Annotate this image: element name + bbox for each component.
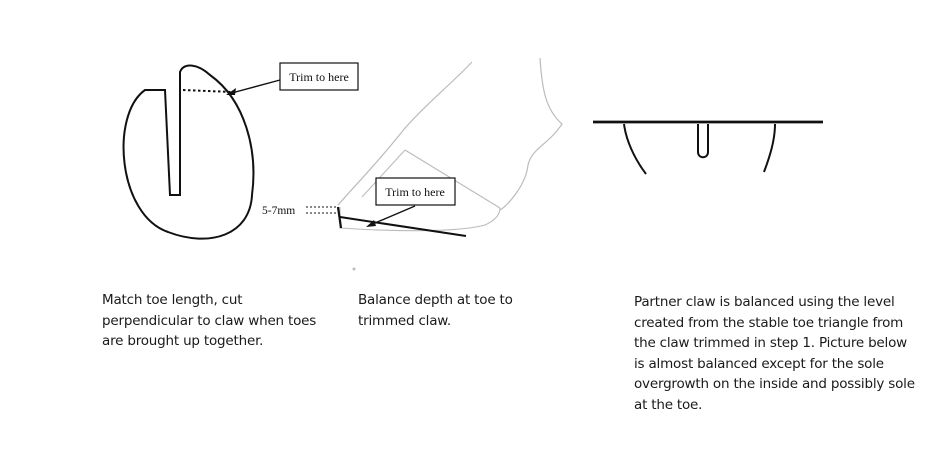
- leg-outline: [337, 61, 473, 206]
- speck-dot: [352, 267, 356, 271]
- trim-label: Trim to here: [289, 70, 349, 84]
- claw-side-view: 5-7mm Trim to here: [262, 57, 563, 271]
- trim-arrow-line-2: [367, 205, 416, 227]
- arrow-head-icon: [226, 88, 236, 95]
- sole-outline: [339, 207, 501, 232]
- trimmed-sole-line: [339, 216, 467, 237]
- trim-label-box-2: [375, 177, 456, 206]
- measure-label: 5-7mm: [262, 205, 295, 217]
- partner-claw-view: [593, 120, 823, 175]
- toe-marker-center: [697, 124, 709, 159]
- step-3-caption: Partner claw is balanced using the level…: [634, 294, 915, 413]
- trim-label-box: [279, 62, 359, 91]
- trim-arrow-line: [227, 79, 281, 95]
- trim-dotted-line: [182, 89, 233, 93]
- step-2-caption: Balance depth at toe to trimmed claw.: [358, 292, 513, 329]
- outer-wall-right: [763, 123, 776, 173]
- claw-outline: [122, 64, 255, 240]
- triangle-line: [361, 149, 406, 198]
- arrow-head-icon-2: [366, 220, 376, 227]
- heel-outline: [499, 57, 563, 211]
- step-1-caption: Match toe length, cut perpendicular to c…: [102, 292, 317, 349]
- toe-marker: [336, 206, 343, 229]
- trim-label-2: Trim to here: [385, 185, 445, 199]
- claw-sole-view: Trim to here: [122, 62, 359, 240]
- outer-wall-left: [623, 123, 647, 175]
